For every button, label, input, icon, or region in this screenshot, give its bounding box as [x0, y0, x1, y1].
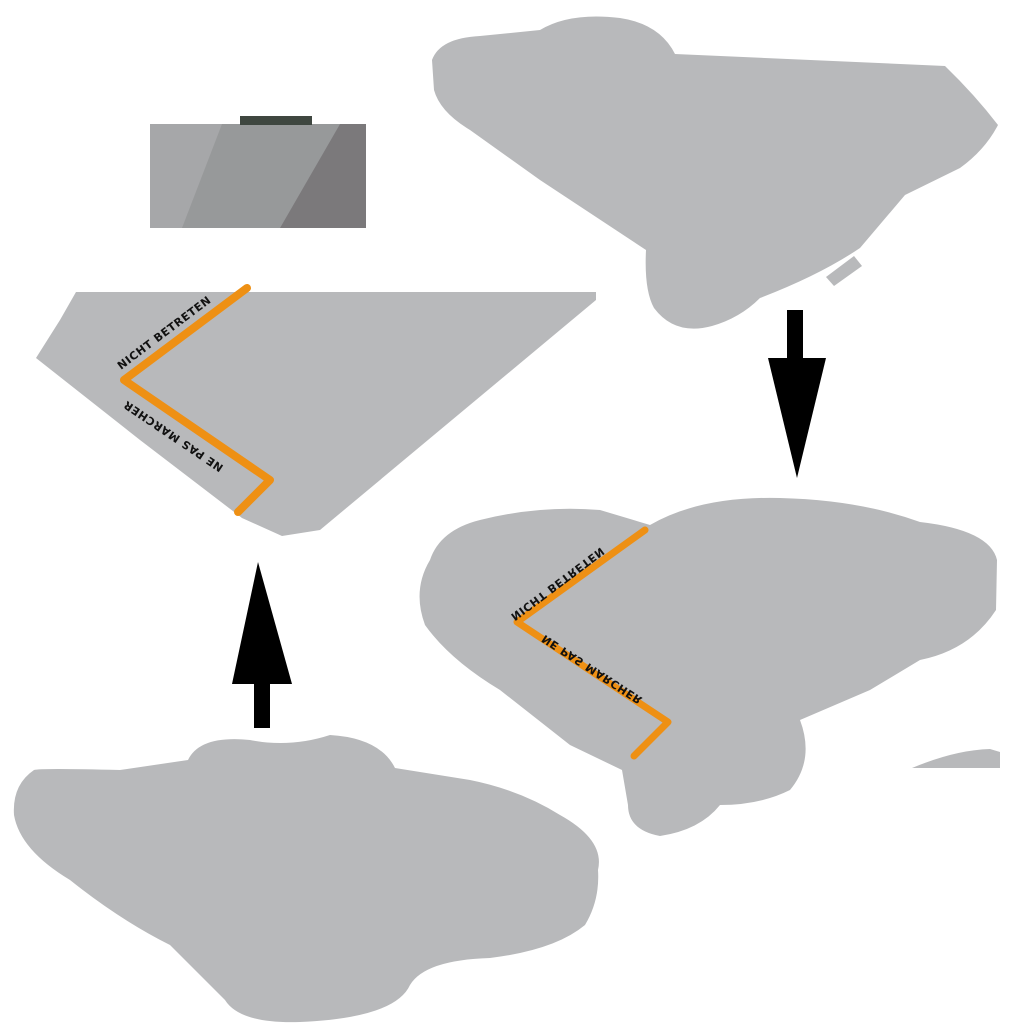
panel-bottom-left — [13, 735, 599, 1023]
arrow-down-shaft — [787, 310, 803, 370]
arrow-up-head — [232, 562, 292, 684]
small-sliver-right — [826, 256, 862, 286]
warning-stripe-right — [513, 526, 672, 760]
panel-top-right — [432, 16, 998, 329]
panel-right-shape — [419, 497, 997, 836]
panel-right: NICHT BETRETEN NE PAS MARCHER — [419, 497, 997, 836]
arrow-down-icon — [768, 310, 826, 478]
gray-box-piece — [150, 116, 366, 228]
panel-top-left: NICHT BETRETEN NE PAS MARCHER — [36, 284, 596, 536]
small-sliver-bottom-right — [912, 749, 1000, 768]
gray-box-dark-shade — [280, 124, 366, 228]
gray-box-top-strip — [240, 116, 312, 125]
panel-top-left-shape — [36, 292, 596, 536]
arrow-up-icon — [232, 562, 292, 728]
warning-stripe-top-left — [120, 284, 274, 516]
arrow-down-head — [768, 358, 826, 478]
gray-box-mid-shade — [182, 124, 340, 228]
